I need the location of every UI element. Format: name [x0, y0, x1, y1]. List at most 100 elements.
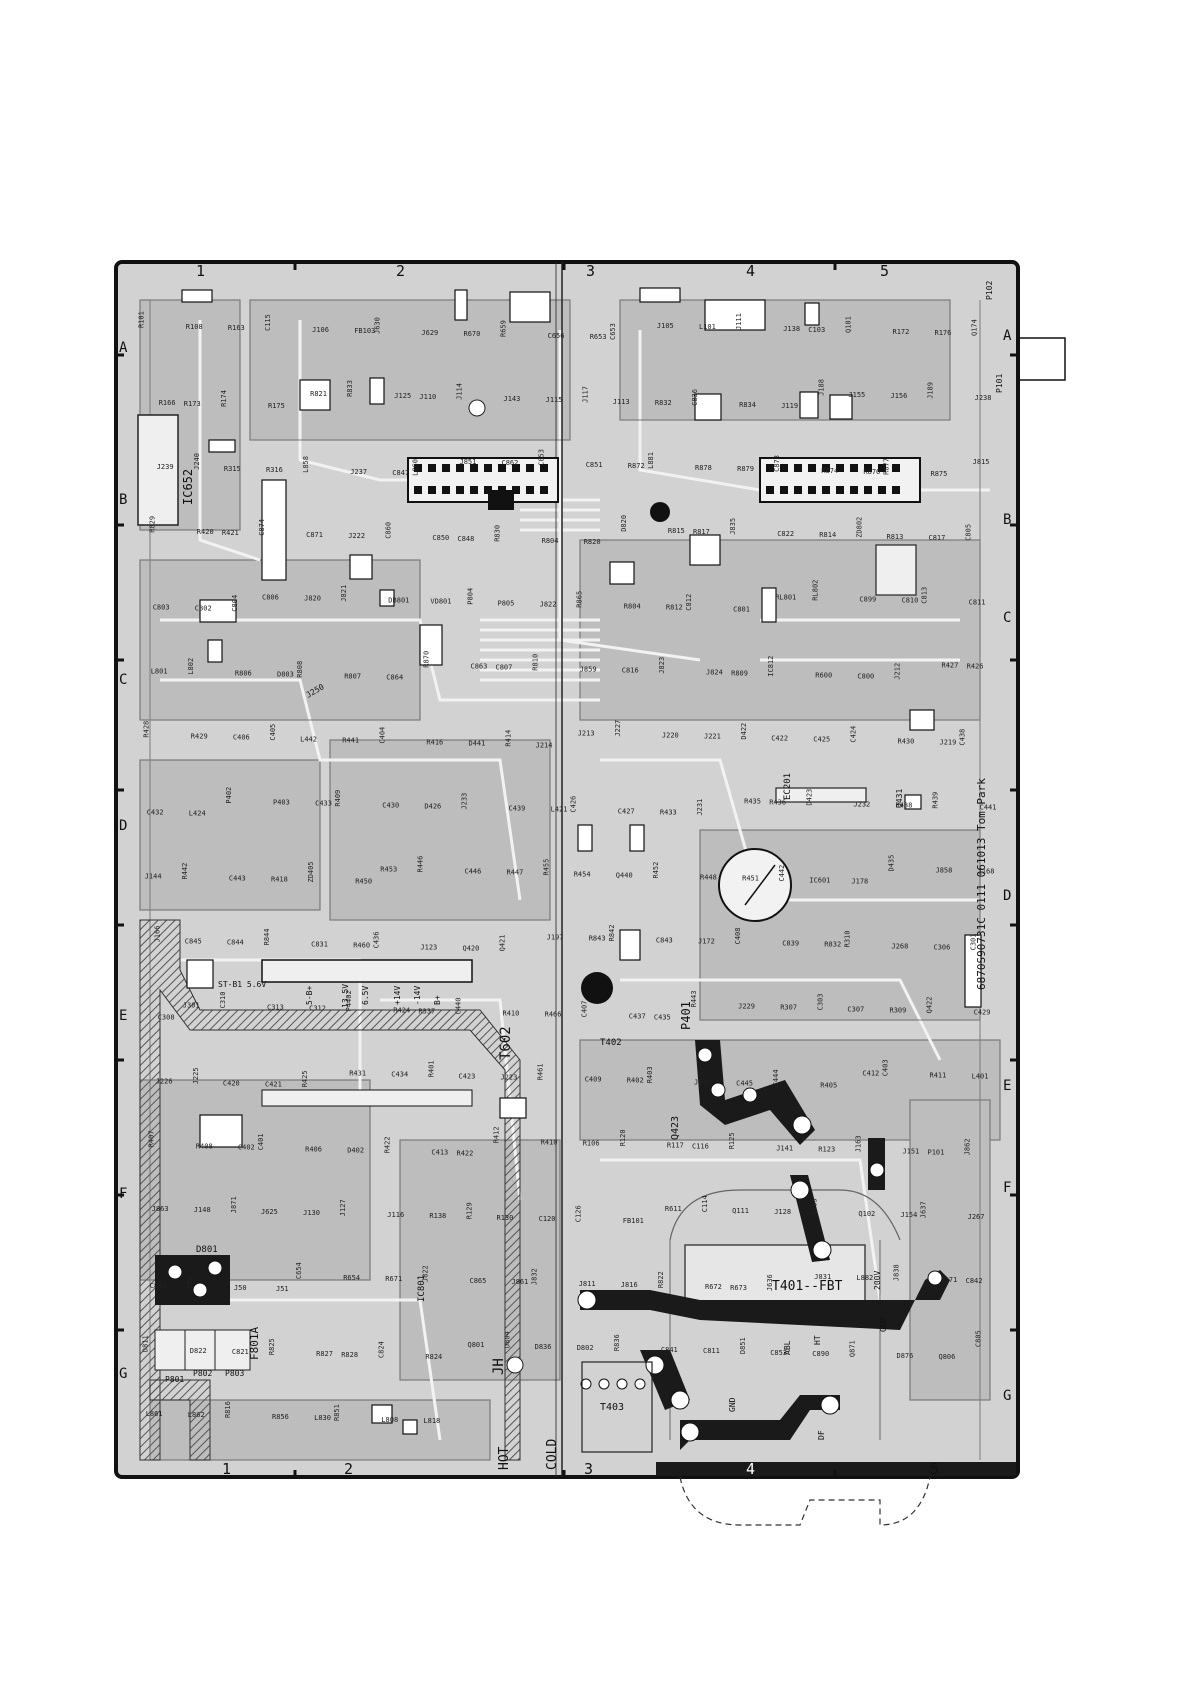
- ic-652: [137, 414, 179, 526]
- ref-j268: J268: [892, 942, 909, 950]
- ref-j267: J267: [968, 1213, 985, 1221]
- ref-c817: C817: [929, 534, 946, 542]
- ref-r130: R130: [497, 1214, 514, 1222]
- ref-c301: C301: [970, 934, 978, 951]
- grid-ticks: [116, 262, 1018, 1477]
- ref-c811b: C811: [703, 1347, 720, 1355]
- ref-p403: P403: [273, 799, 290, 807]
- ref-c306: C306: [934, 943, 951, 951]
- ref-r827: R827: [316, 1350, 333, 1358]
- ref-r804: R804: [542, 537, 559, 545]
- ref-c873: C873: [773, 455, 781, 472]
- ref-d836: D836: [535, 1343, 552, 1351]
- ref-r874: R874: [821, 467, 838, 475]
- ref-c310: C310: [219, 992, 227, 1009]
- ref-r453: R453: [380, 866, 397, 874]
- ref-r310: R310: [843, 931, 851, 948]
- voltage-rail-2: 13.5V: [341, 984, 350, 1008]
- ref-l101: L101: [699, 323, 716, 331]
- ref-r430: R430: [898, 738, 915, 746]
- ref-j851: J851: [460, 458, 477, 466]
- ref-c864: C864: [386, 674, 403, 682]
- ref-r412: R412: [493, 1126, 501, 1143]
- ref-c116: C116: [692, 1142, 709, 1150]
- ref-d820: D820: [620, 515, 628, 532]
- ref-j163: J163: [854, 1135, 862, 1152]
- ref-zd405: ZD405: [307, 861, 315, 882]
- ref-r844: R844: [263, 929, 271, 946]
- ref-r176: R176: [935, 329, 952, 337]
- ref-c863: C863: [471, 663, 488, 671]
- ref-j172: J172: [698, 937, 715, 945]
- ref-r422: R422: [383, 1136, 391, 1153]
- ref-c862: C862: [502, 459, 519, 467]
- ref-zd802: ZD802: [855, 517, 863, 538]
- ref-j239: J239: [157, 463, 174, 471]
- board-id-label: 6870S90731C 0111 061013 Tom Park: [975, 778, 988, 990]
- ref-r851: R851: [333, 1404, 341, 1421]
- ref-j232: J232: [853, 801, 870, 809]
- ref-r825: R825: [268, 1338, 276, 1355]
- ref-r875: R875: [931, 470, 948, 478]
- ref-j222: J222: [348, 532, 365, 540]
- ref-r810: R810: [532, 654, 540, 671]
- ref-d426: D426: [424, 803, 441, 811]
- row-label-right-c: C: [1003, 610, 1011, 626]
- ref-l858: L858: [302, 456, 310, 473]
- ref-j227: J227: [614, 720, 622, 737]
- ref-r671: R671: [385, 1275, 402, 1283]
- ref-c810: C810: [902, 597, 919, 605]
- ref-c807: C807: [496, 664, 513, 672]
- dashed-outline: [679, 1476, 931, 1526]
- ref-c313: C313: [267, 1003, 284, 1011]
- p802-label: P802: [193, 1369, 212, 1378]
- ref-c425: C425: [813, 736, 830, 744]
- ref-c422: C422: [771, 735, 788, 743]
- ref-r309: R309: [890, 1006, 907, 1014]
- ref-q111: Q111: [732, 1207, 749, 1215]
- ref-r872: R872: [628, 462, 645, 470]
- ref-r452: R452: [652, 862, 660, 879]
- p102-label: P102: [985, 281, 994, 300]
- ref-c654: C654: [295, 1262, 303, 1279]
- ref-r172: R172: [893, 328, 910, 336]
- ref-c802: C802: [195, 605, 212, 613]
- ref-r804b: R804: [624, 603, 641, 611]
- row-label-right-g: G: [1003, 1388, 1011, 1404]
- ref-c303: C303: [816, 994, 824, 1011]
- ref-r443: R443: [690, 991, 698, 1008]
- ref-c874: C874: [258, 519, 266, 536]
- ref-r414: R414: [505, 730, 513, 747]
- ref-c308: C308: [158, 1013, 175, 1021]
- ref-r441: R441: [342, 737, 359, 745]
- ref-j51: J51: [276, 1285, 289, 1293]
- ref-r106: R106: [583, 1139, 600, 1147]
- ref-l818: L818: [423, 1417, 440, 1425]
- ref-c813: C813: [921, 587, 929, 604]
- ref-r833: R833: [346, 380, 354, 397]
- ref-j155: J155: [848, 391, 865, 399]
- ref-vd801: VD801: [430, 598, 451, 606]
- ref-r816: R816: [224, 1401, 232, 1418]
- ref-r120: R120: [619, 1129, 627, 1146]
- ref-l860: L860: [411, 459, 419, 476]
- ref-c430: C430: [382, 802, 399, 810]
- ref-r448: R448: [700, 874, 717, 882]
- ref-l808: L808: [381, 1416, 398, 1424]
- ref-j863: J863: [152, 1205, 169, 1213]
- ref-r808: R808: [296, 661, 304, 678]
- row-label-left-d: D: [119, 818, 127, 834]
- ref-r446: R446: [416, 856, 424, 873]
- ref-j154: J154: [901, 1211, 918, 1219]
- ref-l830: L830: [314, 1414, 331, 1422]
- ref-j127: J127: [339, 1199, 347, 1216]
- ref-r878: R878: [695, 464, 712, 472]
- ref-j113: J113: [613, 398, 630, 406]
- t403-label: T403: [600, 1402, 624, 1413]
- ref-j168: J168: [978, 868, 995, 876]
- ref-l861: L861: [146, 1410, 163, 1418]
- ref-j233: J233: [461, 793, 469, 810]
- ref-j221: J221: [704, 733, 721, 741]
- ref-c404: C404: [378, 727, 386, 744]
- ref-r815: R815: [668, 527, 685, 535]
